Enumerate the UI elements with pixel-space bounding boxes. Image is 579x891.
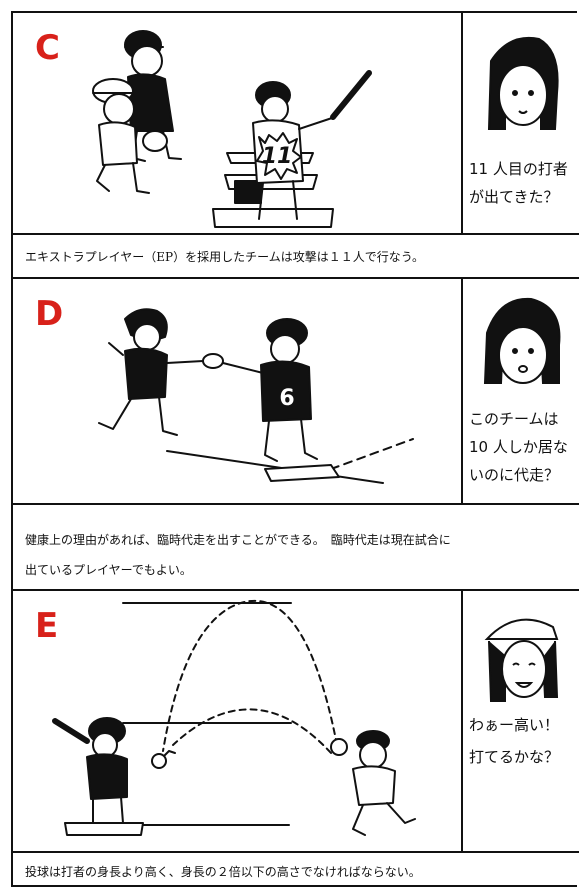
panel-e: E [13,591,579,853]
panel-d-letter: D [35,294,64,334]
panel-c-letter: C [35,28,60,68]
panel-e-illustration [52,599,416,836]
rules-sheet: C [11,11,579,887]
panel-e-caption: 投球は打者の身長より高く、身長の２倍以下の高さでなければならない。 [25,865,421,879]
panel-c-illustration: 11 [92,30,372,228]
panel-e-scene: E [13,591,463,851]
panel-e-question: わぁー高い！ 打てるかな？ [469,716,560,766]
pitcher-figure [330,730,416,836]
panel-d: D [13,279,579,505]
panel-c-scene: C [13,13,463,233]
panel-d-side: このチームは 10 人しか居な いのに代走？ [463,279,579,503]
panel-c-caption: エキストラプレイヤー（EP）を採用したチームは攻撃は１１人で行なう。 [13,235,579,279]
batter-figure [52,717,144,836]
panel-e-side: わぁー高い！ 打てるかな？ [463,591,579,851]
batter-11-figure [252,70,372,220]
panel-d-caption: 健康上の理由があれば、臨時代走を出すことができる。 臨時代走は現在試合に 出てい… [13,505,579,591]
panel-d-illustration: 6 [98,308,414,484]
jersey-number-11: 11 [262,144,293,169]
girl-face-icon [487,37,559,130]
girl-face-surprised-icon [483,297,561,384]
panel-e-letter: E [35,606,59,646]
panel-c-side: 11 人目の打者 が出てきた？ [463,13,579,233]
panel-d-scene: D [13,279,463,503]
panel-c-question: 11 人目の打者 が出てきた？ [469,160,568,206]
player-6-figure [222,318,318,462]
girl-face-cap-icon [484,618,559,702]
runner-figure [98,308,204,436]
panel-d-question: このチームは 10 人しか居な いのに代走？ [469,410,568,484]
catcher-figure [92,78,168,194]
panel-c: C [13,13,579,235]
jersey-number-6: 6 [279,386,294,411]
